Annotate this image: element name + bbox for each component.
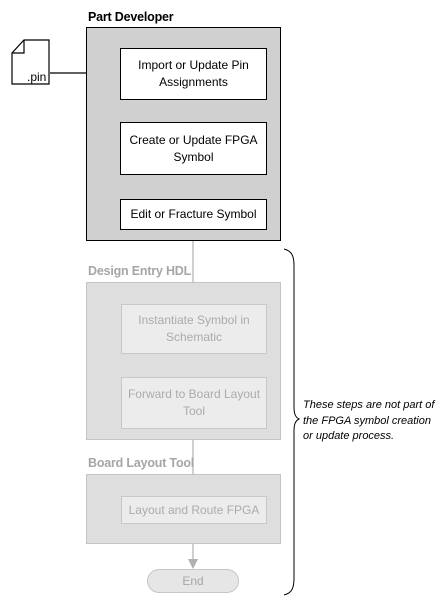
right-brace (283, 248, 301, 596)
step-instantiate-symbol[interactable]: Instantiate Symbol in Schematic (121, 304, 267, 354)
note-text: These steps are not part of the FPGA sym… (303, 399, 435, 442)
section-title-design-entry: Design Entry HDL (88, 264, 192, 278)
step-create-fpga-symbol[interactable]: Create or Update FPGA Symbol (120, 122, 267, 175)
step-import-pin-assignments[interactable]: Import or Update Pin Assignments (120, 48, 267, 100)
step-edit-fracture-symbol[interactable]: Edit or Fracture Symbol (120, 199, 267, 230)
section-title-board-layout: Board Layout Tool (88, 456, 195, 470)
pin-file-icon (11, 39, 50, 85)
section-title-part-developer: Part Developer (88, 10, 174, 24)
end-terminal: End (147, 569, 239, 593)
step-layout-route-fpga[interactable]: Layout and Route FPGA (121, 496, 267, 524)
pin-file-label: .pin (27, 70, 47, 84)
step-forward-to-board-layout[interactable]: Forward to Board Layout Tool (121, 377, 267, 429)
